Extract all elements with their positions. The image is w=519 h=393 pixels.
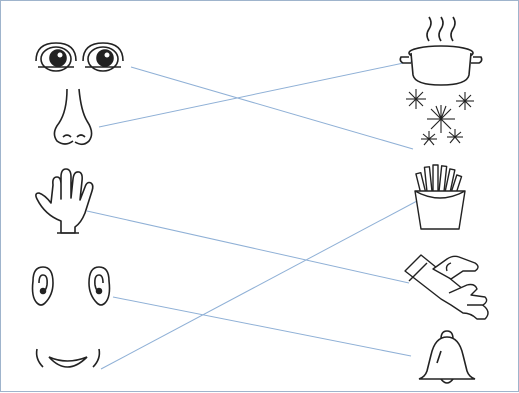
french-fries-icon xyxy=(415,165,465,229)
eyes-icon xyxy=(36,43,123,71)
bell-icon xyxy=(419,331,475,383)
touching-arm-icon xyxy=(405,255,488,319)
line-mouth-fries xyxy=(101,201,417,369)
connection-lines xyxy=(87,61,417,369)
line-eyes-fireworks xyxy=(131,67,413,149)
nose-icon xyxy=(54,89,91,144)
mouth-icon xyxy=(37,349,100,367)
line-hand-arm xyxy=(87,211,409,283)
line-ears-bell xyxy=(113,297,411,356)
fireworks-icon xyxy=(406,89,474,145)
hand-icon xyxy=(36,169,93,233)
ears-icon xyxy=(33,267,110,305)
steaming-pot-icon xyxy=(400,17,481,85)
